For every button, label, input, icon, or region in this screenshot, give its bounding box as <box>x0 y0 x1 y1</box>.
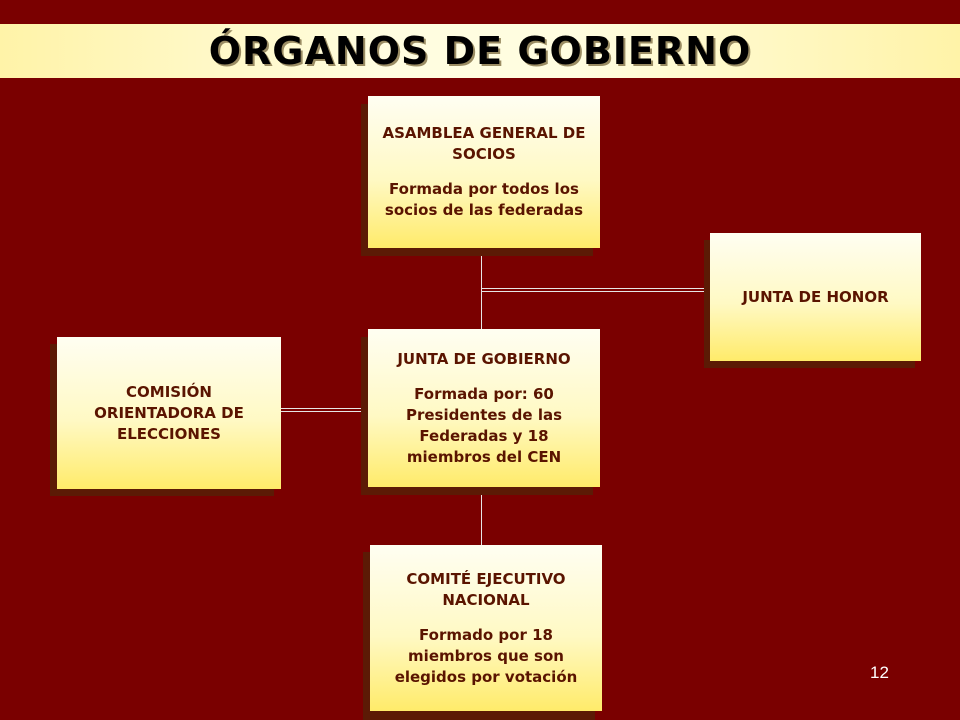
asamblea-general-box: ASAMBLEA GENERAL DE SOCIOS Formada por t… <box>368 96 600 248</box>
page-number: 12 <box>870 663 889 682</box>
comite-ejecutivo-box: COMITÉ EJECUTIVO NACIONAL Formado por 18… <box>370 545 602 711</box>
junta-gobierno-description: Formada por: 60 Presidentes de las Feder… <box>405 384 563 466</box>
asamblea-description: Formada por todos los socios de las fede… <box>384 180 584 219</box>
comision-orientadora-box: COMISIÓN ORIENTADORA DE ELECCIONES <box>57 337 281 489</box>
page-title: ÓRGANOS DE GOBIERNO <box>208 29 752 73</box>
comite-description: Formado por 18 miembros que son elegidos… <box>394 625 578 686</box>
connector-comision <box>279 408 369 412</box>
junta-honor-heading: JUNTA DE HONOR <box>742 287 889 306</box>
connector-junta-honor <box>481 288 711 292</box>
asamblea-heading: ASAMBLEA GENERAL DE SOCIOS <box>382 124 586 163</box>
comite-heading: COMITÉ EJECUTIVO NACIONAL <box>406 569 566 609</box>
title-banner <box>0 24 960 78</box>
junta-gobierno-box: JUNTA DE GOBIERNO Formada por: 60 Presid… <box>368 329 600 487</box>
comision-heading: COMISIÓN ORIENTADORA DE ELECCIONES <box>94 382 244 443</box>
junta-gobierno-heading: JUNTA DE GOBIERNO <box>397 349 571 368</box>
junta-honor-box: JUNTA DE HONOR <box>710 233 921 361</box>
connector-junta-gobierno-comite <box>481 487 482 545</box>
